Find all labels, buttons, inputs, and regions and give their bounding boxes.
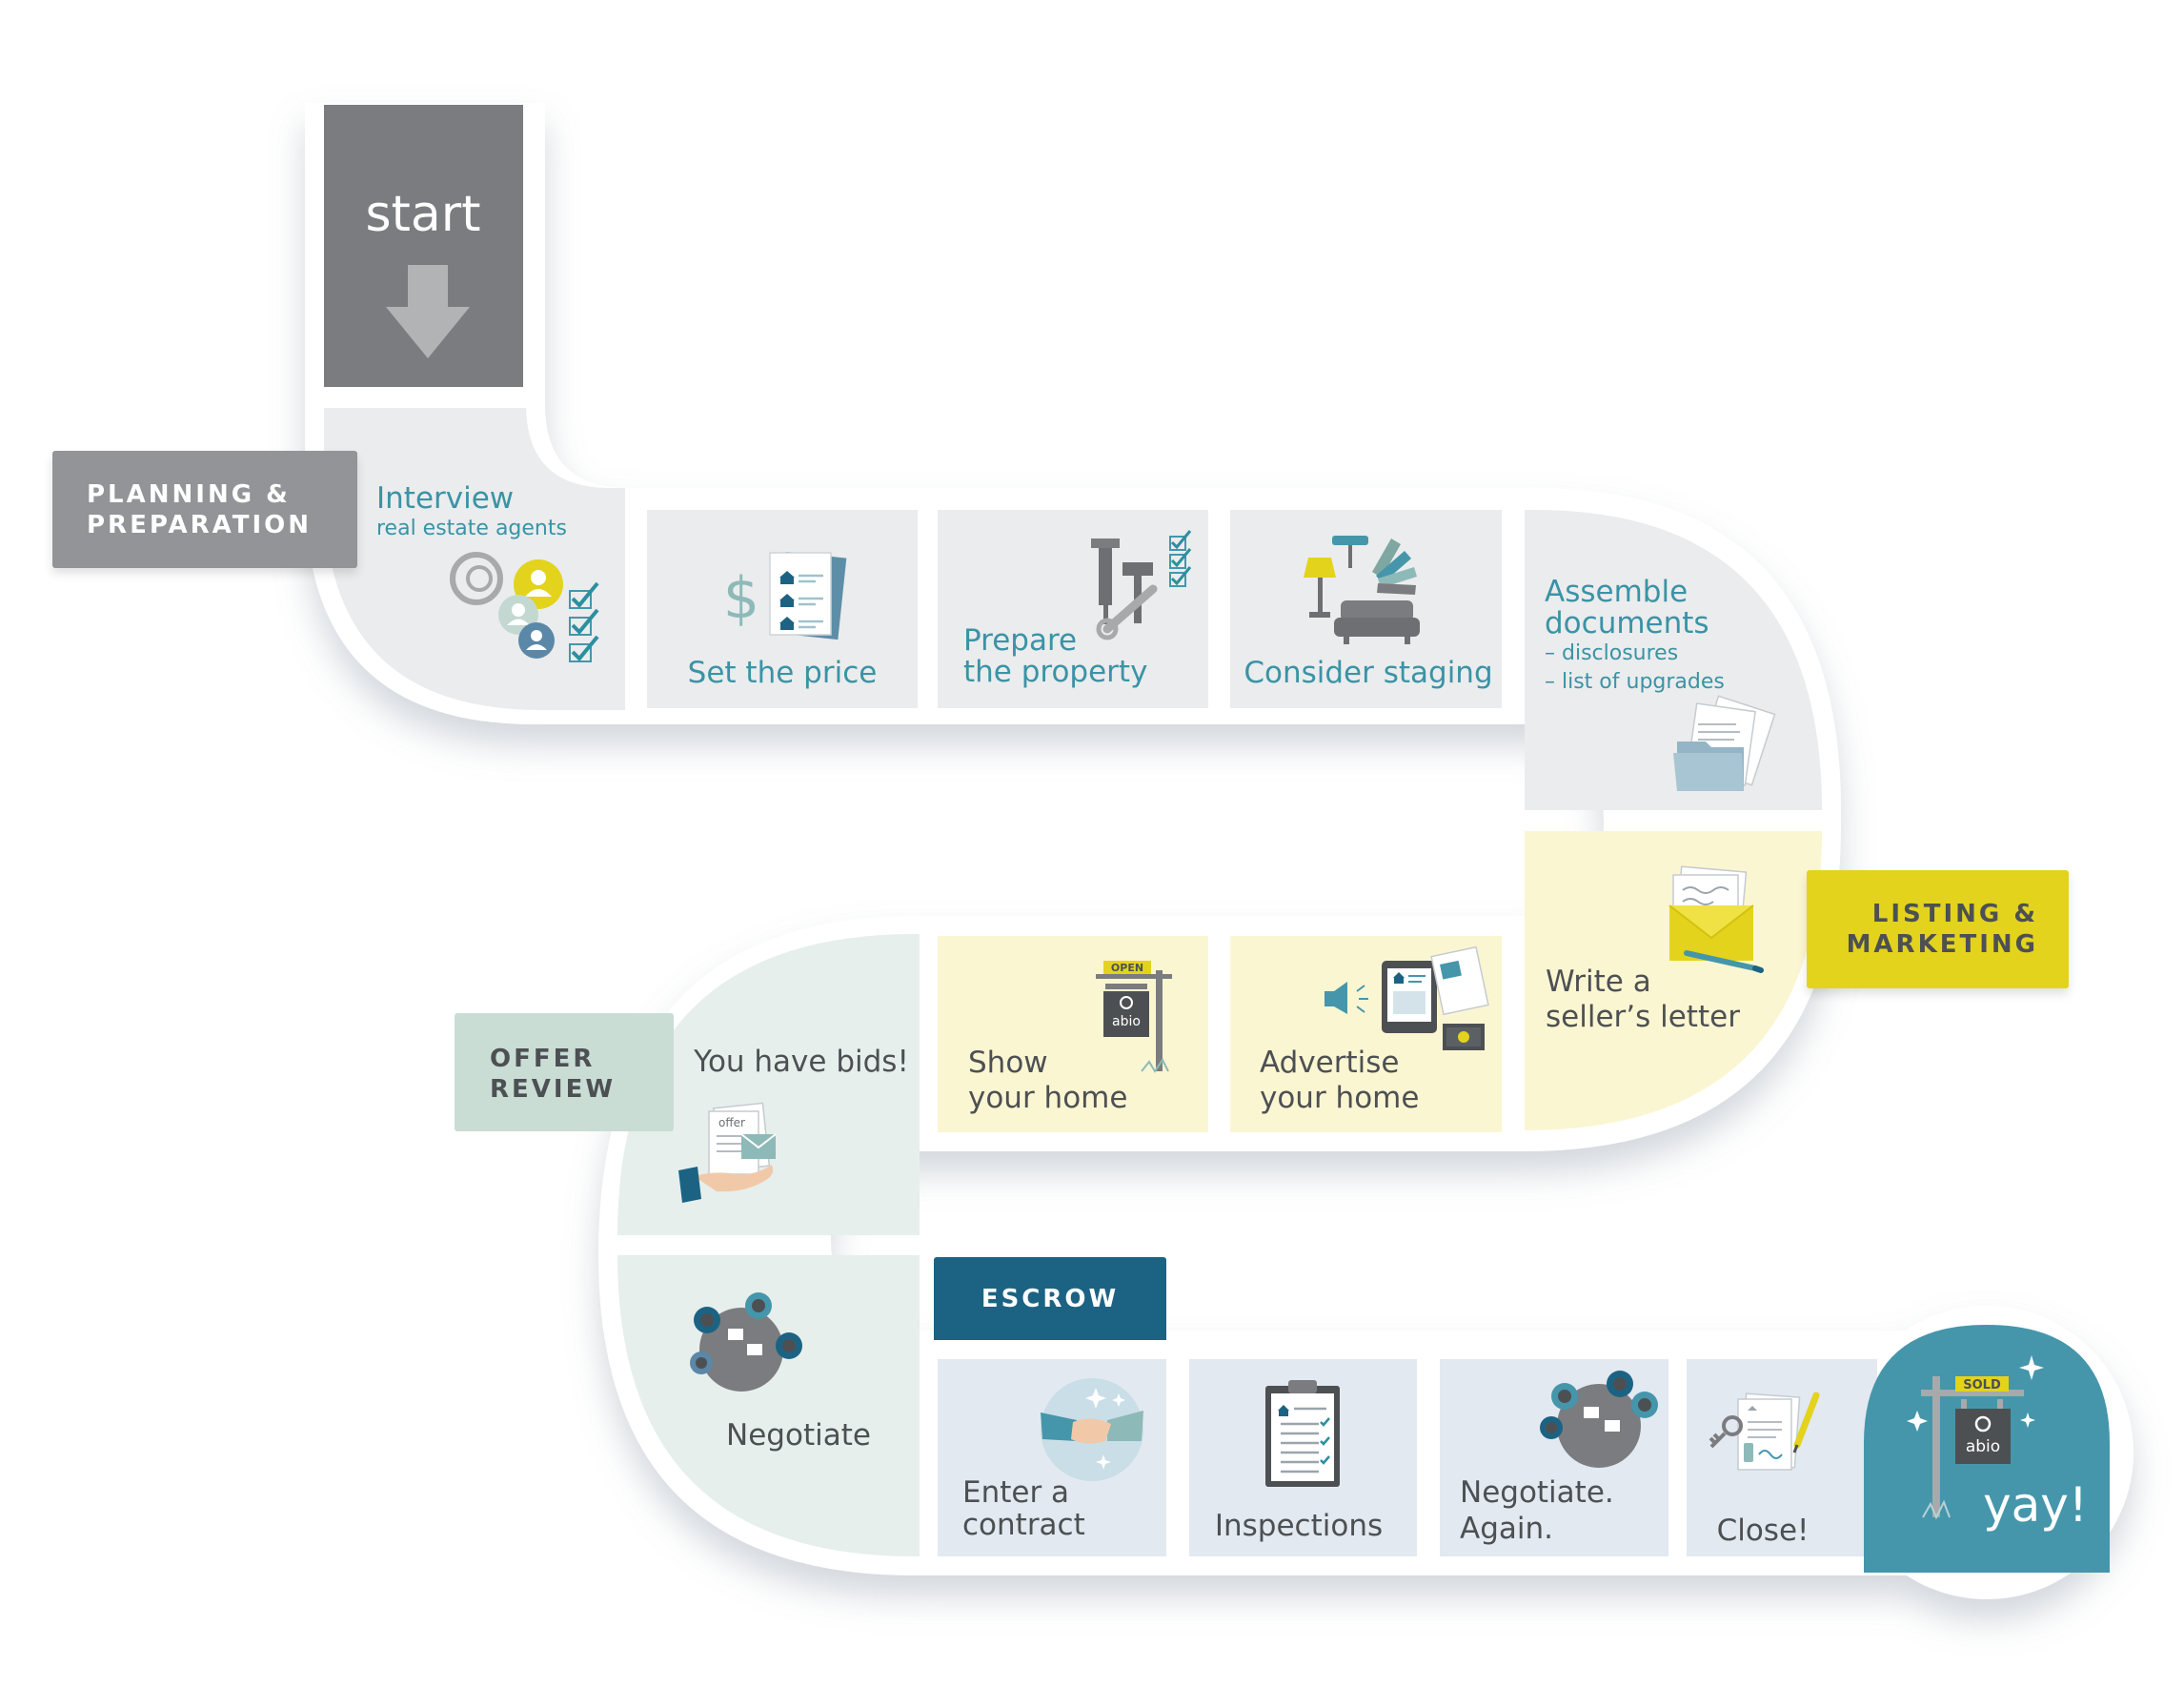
step-assemble-documents[interactable]: Assemble documents – disclosures – list … <box>1523 510 1824 813</box>
stage-label-planning: PLANNING & PREPARATION <box>52 451 357 568</box>
prepare-line1: Prepare <box>963 623 1077 658</box>
furniture-swatches-icon <box>1304 536 1420 644</box>
agents-checklist-icon <box>450 552 599 662</box>
prepare-line2: the property <box>963 655 1147 689</box>
dollar-sign: $ <box>723 565 759 632</box>
advertise-line2: your home <box>1260 1081 1419 1115</box>
stage-label-offer: OFFER REVIEW <box>455 1013 674 1131</box>
negotiate-again-line2: Again. <box>1460 1512 1553 1546</box>
step-negotiate[interactable]: Negotiate <box>617 1255 920 1556</box>
keys-contract-pen-icon <box>1709 1392 1820 1471</box>
advertising-media-icon <box>1325 945 1489 1050</box>
meeting-table-icon <box>1540 1371 1658 1468</box>
clipboard-checklist-icon <box>1265 1380 1340 1487</box>
handshake-icon <box>1041 1378 1143 1481</box>
step-consider-staging[interactable]: Consider staging <box>1230 510 1502 708</box>
tools-checklist-icon <box>1091 530 1192 640</box>
start-label: start <box>365 186 480 243</box>
price-sheet-icon <box>769 551 847 640</box>
assemble-line2: documents <box>1545 606 1709 640</box>
stage-label-listing: LISTING & MARKETING <box>1807 870 2069 988</box>
arrow-down-icon <box>386 265 470 358</box>
offer-paper-text: offer <box>718 1116 745 1129</box>
open-sign-text: OPEN <box>1111 962 1143 974</box>
show-line1: Show <box>968 1046 1048 1080</box>
inspections-label: Inspections <box>1215 1509 1383 1543</box>
assemble-line1: Assemble <box>1545 575 1688 609</box>
assemble-item2: – list of upgrades <box>1545 670 1725 694</box>
interview-subtitle: real estate agents <box>376 517 567 540</box>
contract-line1: Enter a <box>962 1475 1069 1510</box>
folder-documents-icon <box>1673 695 1776 791</box>
step-negotiate-again[interactable]: Negotiate. Again. <box>1440 1359 1668 1556</box>
abio-brand-show: abio <box>1112 1014 1141 1029</box>
contract-line2: contract <box>962 1508 1085 1542</box>
bids-label: You have bids! <box>693 1045 909 1079</box>
step-write-letter[interactable]: Write a seller’s letter <box>1523 831 1824 1132</box>
step-interview[interactable]: Interview real estate agents <box>314 400 629 715</box>
start-tile[interactable]: start <box>324 105 523 387</box>
letter-line1: Write a <box>1546 965 1651 999</box>
negotiate-again-line1: Negotiate. <box>1460 1475 1614 1510</box>
letter-line2: seller’s letter <box>1546 1000 1740 1034</box>
step-close[interactable]: Close! <box>1687 1359 1877 1556</box>
advertise-line1: Advertise <box>1260 1046 1400 1080</box>
step-advertise-home[interactable]: Advertise your home <box>1230 936 1502 1132</box>
step-show-home[interactable]: OPEN abio Show your home <box>938 936 1208 1132</box>
step-enter-contract[interactable]: Enter a contract <box>938 1359 1166 1556</box>
step-finish[interactable]: SOLD abio yay! <box>1864 1325 2110 1573</box>
staging-label: Consider staging <box>1244 656 1492 690</box>
stage-label-escrow: ESCROW <box>934 1257 1166 1340</box>
offer-hand-icon: offer <box>678 1102 777 1203</box>
sold-sign-icon: SOLD abio <box>1907 1355 2044 1520</box>
close-label: Close! <box>1717 1514 1810 1548</box>
meeting-table-icon <box>690 1292 802 1392</box>
envelope-letter-icon <box>1668 865 1764 973</box>
show-line2: your home <box>968 1081 1127 1115</box>
step-set-price[interactable]: $ Set the price <box>647 510 918 708</box>
set-price-label: Set the price <box>688 656 878 690</box>
sold-sign-text: SOLD <box>1963 1378 2001 1392</box>
step-prepare-property[interactable]: Prepare the property <box>938 510 1208 708</box>
abio-brand-sold: abio <box>1966 1437 2000 1456</box>
open-house-sign-icon: OPEN abio <box>1096 961 1172 1073</box>
assemble-item1: – disclosures <box>1545 641 1678 665</box>
negotiate-label: Negotiate <box>726 1418 871 1453</box>
finish-label: yay! <box>1983 1477 2088 1533</box>
step-inspections[interactable]: Inspections <box>1189 1359 1417 1556</box>
interview-title: Interview <box>376 481 514 516</box>
